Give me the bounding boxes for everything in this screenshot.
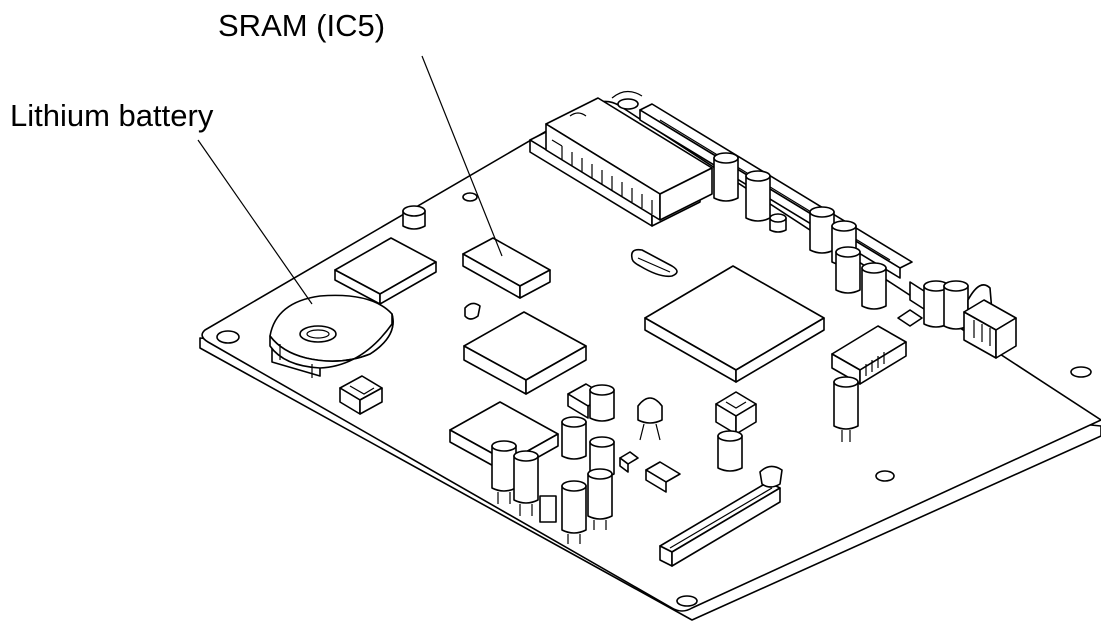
- crystal: [630, 248, 678, 278]
- capacitor-right: [833, 376, 859, 442]
- small-parts: [567, 383, 681, 493]
- chip-resistor-left: [464, 302, 481, 320]
- battery-connector: [339, 375, 383, 415]
- label-sram: SRAM (IC5): [218, 8, 386, 43]
- main-chip: [644, 265, 825, 383]
- jumper-connector: [715, 391, 757, 472]
- ic-left: [334, 237, 437, 305]
- label-lithium-battery: Lithium battery: [10, 98, 214, 133]
- leader-lines: [197, 55, 503, 305]
- capacitor-cluster-lower: [491, 416, 615, 544]
- edge-slot-connector: [659, 465, 783, 567]
- dip-switch: [831, 325, 907, 385]
- sram-ic5: [462, 237, 551, 299]
- capacitor-cluster-upper: [713, 152, 887, 310]
- lithium-battery: [269, 294, 394, 378]
- dip-ic-socket: [529, 97, 713, 227]
- mounting-holes: [216, 98, 1092, 607]
- power-connector-right: [897, 280, 1017, 359]
- chip-mid: [463, 311, 587, 395]
- led: [637, 397, 663, 441]
- capacitor-small-left: [402, 205, 426, 230]
